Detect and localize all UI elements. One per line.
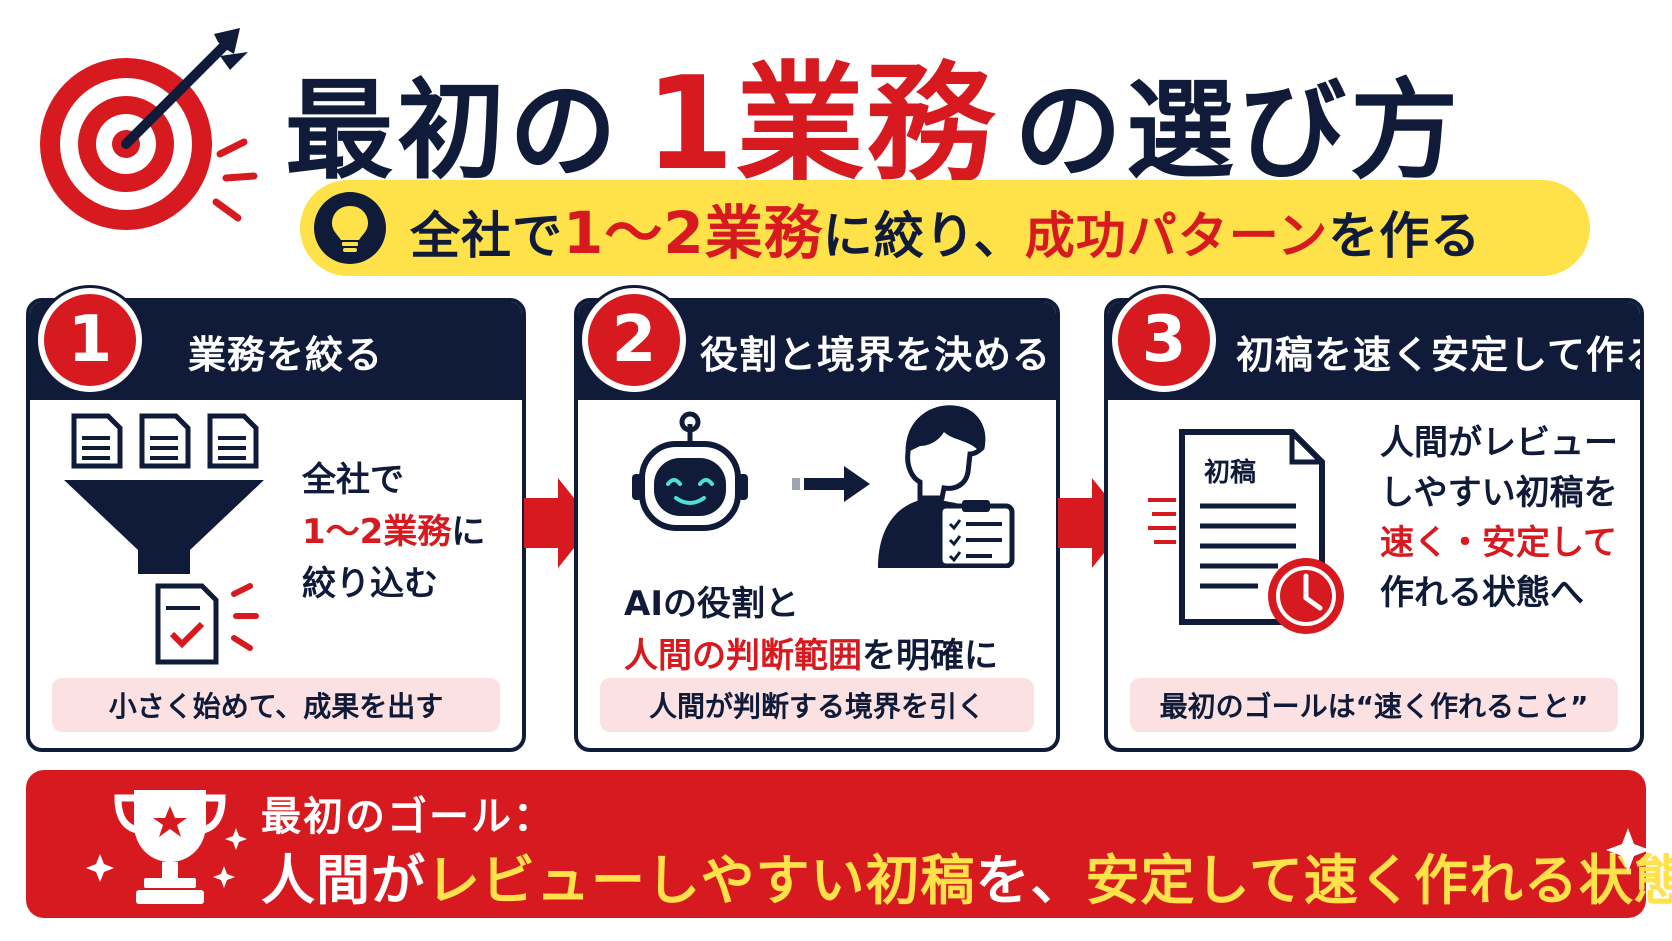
document-icon: [71, 413, 259, 469]
arrow-right-icon: [1058, 478, 1128, 568]
step-3-line-3-highlight: 速く・安定して: [1380, 523, 1617, 563]
lightbulb-icon: [314, 192, 386, 264]
banner-highlight-1: 1〜2業務: [563, 199, 823, 267]
step-1-line-2-post: に: [451, 512, 486, 552]
step-2-line-1: AIの役割と: [624, 584, 799, 624]
checked-document-icon: [155, 583, 219, 665]
goal-highlight-1: レビューしやすい初稿: [426, 849, 976, 912]
arrow-right-icon: [524, 478, 594, 568]
step-1-line-1: 全社で: [302, 460, 404, 500]
clock-icon: [1268, 558, 1344, 634]
arrow-right-icon: [792, 466, 870, 502]
document-icon: [1148, 429, 1344, 634]
step-2-line-2-post: を明確に: [862, 636, 998, 676]
subtitle-text: 全社で1〜2業務に絞り、成功パターンを作る: [410, 186, 1481, 270]
step-2-footer: 人間が判断する境界を引く: [600, 678, 1034, 732]
step-1-line-2-highlight: 1〜2業務: [302, 512, 452, 552]
step-2-line-2-highlight: 人間の判断範囲: [624, 636, 862, 676]
banner-highlight-2: 成功パターン: [1024, 207, 1329, 265]
goal-label: 最初のゴール：: [261, 794, 555, 840]
step-1-title: 業務を絞る: [188, 332, 384, 377]
banner-pre: 全社で: [410, 207, 563, 265]
step-card-3: 初稿を速く安定して作る 初稿 人間がレビュー しやすい初稿を 速く・安定して: [1104, 298, 1644, 752]
step-1-description: 全社で 1〜2業務に 絞り込む: [302, 454, 485, 610]
step-3-number: 3: [1112, 288, 1216, 392]
robot-icon: [632, 411, 748, 531]
step-2-number: 2: [582, 288, 686, 392]
page-title: 最初の 1業務 の選び方: [285, 20, 1462, 199]
target-icon: [40, 28, 258, 230]
trophy-icon: [86, 790, 247, 904]
clipboard-icon: [937, 500, 1015, 568]
step-3-line-1: 人間がレビュー: [1380, 423, 1618, 463]
step-3-title: 初稿を速く安定して作る: [1236, 332, 1644, 377]
sparkle-icon: [86, 828, 247, 888]
title-part1: 最初の: [285, 69, 622, 194]
funnel-icon: [64, 413, 264, 665]
step-3-line-2: しやすい初稿を: [1380, 473, 1618, 513]
title-highlight: 1業務: [645, 50, 997, 199]
sparkle-icon: [1606, 828, 1650, 872]
step-1-footer: 小さく始めて、成果を出す: [52, 678, 500, 732]
banner-mid: に絞り、: [822, 207, 1025, 265]
goal-bar: 最初のゴール： 人間がレビューしやすい初稿を、安定して速く作れる状態: [26, 770, 1672, 918]
step-2-description: AIの役割と 人間の判断範囲を明確に: [624, 578, 998, 682]
goal-text: 人間がレビューしやすい初稿を、安定して速く作れる状態: [261, 836, 1672, 915]
step-2-title: 役割と境界を決める: [700, 332, 1052, 377]
title-part2: の選び方: [1014, 69, 1463, 194]
person-icon: [878, 405, 1015, 568]
step-3-description: 人間がレビュー しやすい初稿を 速く・安定して 作れる状態へ: [1380, 418, 1618, 618]
goal-highlight-2: 安定して速く作れる状態: [1085, 849, 1672, 912]
goal-mid: を、: [975, 849, 1086, 912]
banner-post: を作る: [1328, 207, 1482, 265]
goal-pre: 人間が: [261, 849, 426, 912]
step-3-footer: 最初のゴールは“速く作れること”: [1130, 678, 1618, 732]
step-1-number: 1: [38, 288, 142, 392]
step-card-1: 業務を絞る 全社で 1〜2業務に: [26, 298, 526, 752]
step-1-line-3: 絞り込む: [302, 564, 438, 604]
draft-label: 初稿: [1204, 458, 1257, 488]
step-3-line-4: 作れる状態へ: [1380, 573, 1584, 613]
subtitle-banner: 全社で1〜2業務に絞り、成功パターンを作る: [300, 180, 1590, 276]
